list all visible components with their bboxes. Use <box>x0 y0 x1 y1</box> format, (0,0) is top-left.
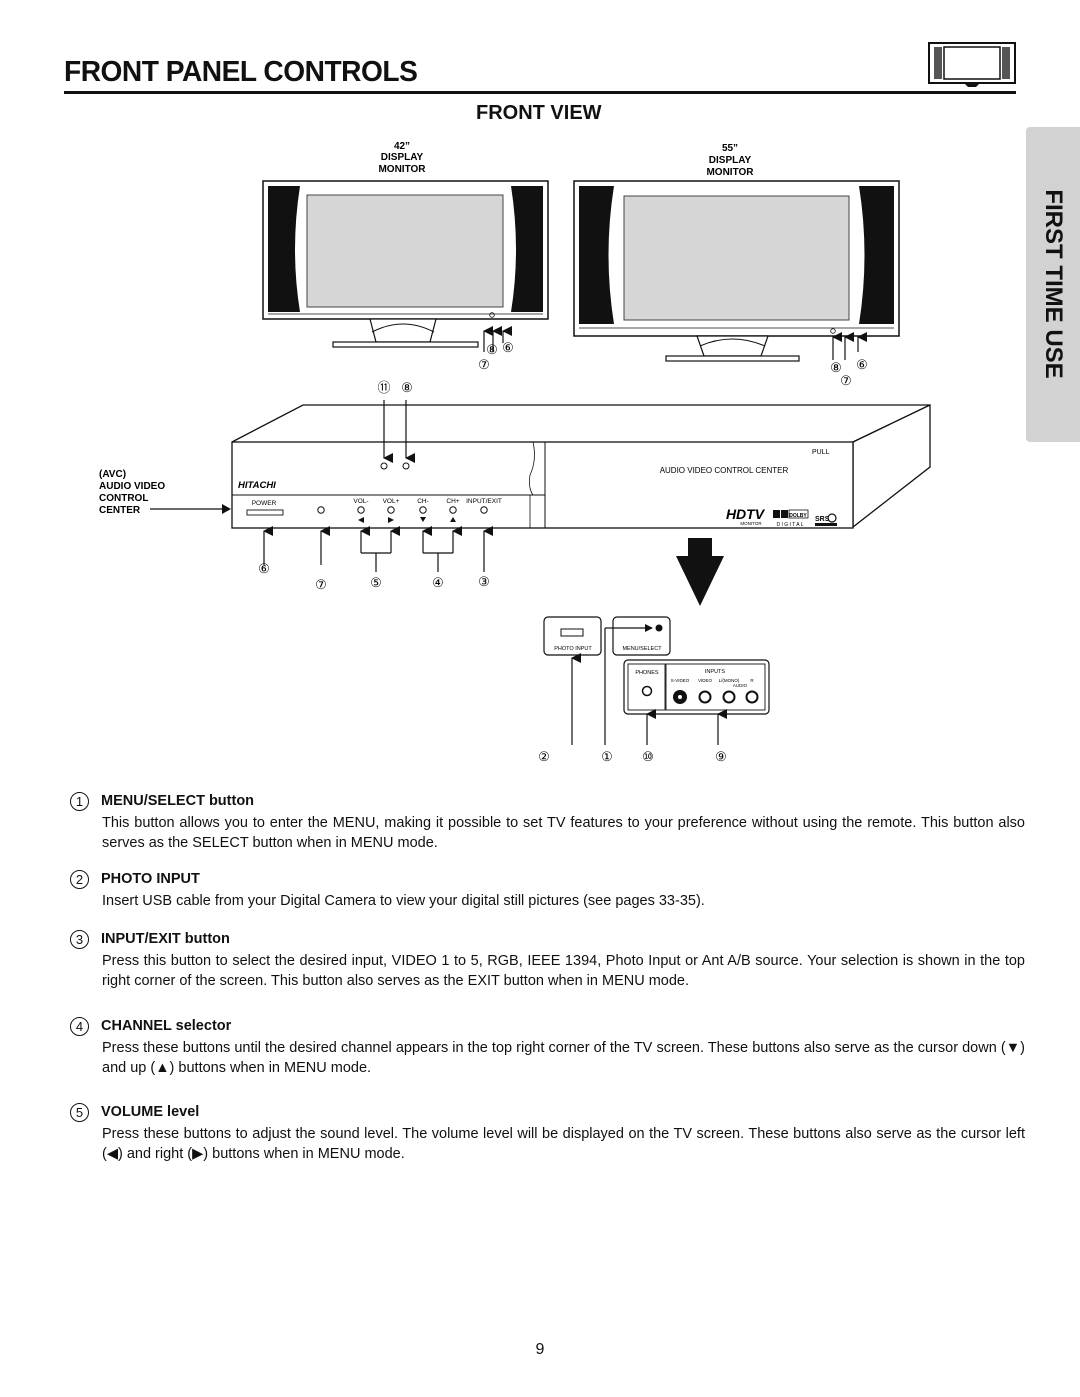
monitor-55-label-1: DISPLAY <box>709 155 752 166</box>
avc-label-2: AUDIO VIDEO <box>99 481 165 492</box>
up-arrow-icon <box>450 517 456 522</box>
callout-detail-9: ⑨ <box>715 749 727 764</box>
audio-label: AUDIO <box>733 683 748 688</box>
avc-label-4: CENTER <box>99 505 141 516</box>
callout-bottom-3: ③ <box>478 574 490 589</box>
down-arrow-icon <box>420 517 426 522</box>
power-label: POWER <box>252 500 277 507</box>
input-exit-label: INPUT/EXIT <box>466 498 502 505</box>
srs-text: SRS <box>815 516 830 523</box>
dolby-logo: DOLBY D I G I T A L <box>773 509 809 528</box>
callout-42-7: ⑦ <box>478 357 490 372</box>
item-title: VOLUME level <box>101 1104 200 1120</box>
callout-center-11: ⑪ <box>377 380 390 395</box>
srs-logo: SRS <box>815 513 837 526</box>
monitor-42-size: 42” <box>394 141 410 152</box>
digital-text: D I G I T A L <box>776 522 803 528</box>
item-title: MENU/SELECT button <box>101 793 255 809</box>
monitor-42-label-1: DISPLAY <box>381 152 424 163</box>
detail-panel <box>543 616 770 715</box>
photo-input-label: PHOTO INPUT <box>554 646 592 652</box>
avc-center-label: AUDIO VIDEO CONTROL CENTER <box>660 466 789 475</box>
callout-bottom-6: ⑥ <box>258 561 270 576</box>
input-exit-button[interactable] <box>480 506 488 514</box>
brand-logo: HITACHI <box>238 480 276 491</box>
vol-up-button[interactable] <box>387 506 395 514</box>
item-number: 1 <box>70 791 89 811</box>
page-number: 9 <box>535 1341 545 1358</box>
monitor-42-label-2: MONITOR <box>378 164 426 175</box>
callout-42-8: ⑧ <box>486 342 498 357</box>
dolby-text: DOLBY <box>789 513 807 519</box>
r-label: R <box>750 678 754 683</box>
item-number: 3 <box>70 929 89 949</box>
callout-bottom-7: ⑦ <box>315 577 327 592</box>
ch-plus-label: CH+ <box>446 498 459 505</box>
left-arrow-icon <box>358 517 364 523</box>
front-view-diagram: 42” DISPLAY MONITOR ⑧ ⑥ ⑦ 55” DISPLAY MO… <box>99 141 931 764</box>
item-body: Insert USB cable from your Digital Camer… <box>102 893 705 909</box>
item-number: 4 <box>70 1016 89 1036</box>
avc-label-1: (AVC) <box>99 469 126 480</box>
vol-plus-label: VOL+ <box>383 498 400 505</box>
callout-55-8: ⑧ <box>830 360 842 375</box>
item-number: 2 <box>70 869 89 889</box>
standby-indicator <box>317 506 325 514</box>
side-tab: FIRST TIME USE <box>1026 127 1080 442</box>
item-body: Press these buttons to adjust the sound … <box>102 1126 1025 1162</box>
item-photo-input: 2 PHOTO INPUT Insert USB cable from your… <box>70 868 1025 912</box>
vol-minus-label: VOL- <box>353 498 368 505</box>
l-mono-label: L/(MONO) <box>719 678 740 683</box>
item-input-exit: 3 INPUT/EXIT button Press this button to… <box>70 928 1025 991</box>
video-label: VIDEO <box>698 678 713 683</box>
item-title: CHANNEL selector <box>101 1018 232 1034</box>
item-body: Press these buttons until the desired ch… <box>102 1040 1025 1076</box>
inputs-label: INPUTS <box>705 669 726 675</box>
callout-55-7: ⑦ <box>840 373 852 388</box>
item-title: PHOTO INPUT <box>101 871 200 887</box>
pull-label: PULL <box>812 449 830 456</box>
ch-minus-label: CH- <box>417 498 429 505</box>
hdtv-monitor-text: MONITOR <box>740 521 762 526</box>
callout-detail-2: ② <box>538 749 550 764</box>
ch-down-button[interactable] <box>419 506 427 514</box>
vol-down-button[interactable] <box>357 506 365 514</box>
menu-select-label: MENU/SELECT <box>622 646 662 652</box>
avc-box <box>231 403 931 529</box>
item-body: This button allows you to enter the MENU… <box>102 815 1025 851</box>
title-rule <box>64 91 1016 94</box>
callout-55-6: ⑥ <box>856 357 868 372</box>
callout-detail-10: ⑩ <box>642 749 654 764</box>
item-channel-selector: 4 CHANNEL selector Press these buttons u… <box>70 1015 1025 1078</box>
page-title: FRONT PANEL CONTROLS <box>64 56 418 88</box>
item-number: 5 <box>70 1102 89 1122</box>
callout-bottom-5: ⑤ <box>370 575 382 590</box>
monitor-55-size: 55” <box>722 143 738 154</box>
s-video-label: S-VIDEO <box>671 678 690 683</box>
item-body: Press this button to select the desired … <box>102 953 1025 989</box>
callout-bottom-4: ④ <box>432 575 444 590</box>
monitor-42 <box>262 180 549 348</box>
callout-42-6: ⑥ <box>502 340 514 355</box>
item-volume-level: 5 VOLUME level Press these buttons to ad… <box>70 1101 1025 1164</box>
hdtv-logo: HDTV MONITOR <box>726 506 766 526</box>
monitor-55 <box>573 180 900 362</box>
tv-icon <box>928 42 1016 87</box>
phones-label: PHONES <box>635 670 659 676</box>
callout-detail-1: ① <box>601 749 613 764</box>
item-title: INPUT/EXIT button <box>101 931 230 947</box>
item-menu-select: 1 MENU/SELECT button This button allows … <box>70 790 1025 853</box>
callout-center-8: ⑧ <box>401 380 413 395</box>
big-down-arrow <box>676 538 724 606</box>
right-arrow-icon <box>388 517 394 523</box>
power-button[interactable] <box>246 509 284 516</box>
avc-label-3: CONTROL <box>99 493 148 504</box>
ch-up-button[interactable] <box>449 506 457 514</box>
hdtv-logo-text: HDTV <box>726 506 766 522</box>
monitor-55-label-2: MONITOR <box>706 167 754 178</box>
section-heading: FRONT VIEW <box>476 102 602 124</box>
